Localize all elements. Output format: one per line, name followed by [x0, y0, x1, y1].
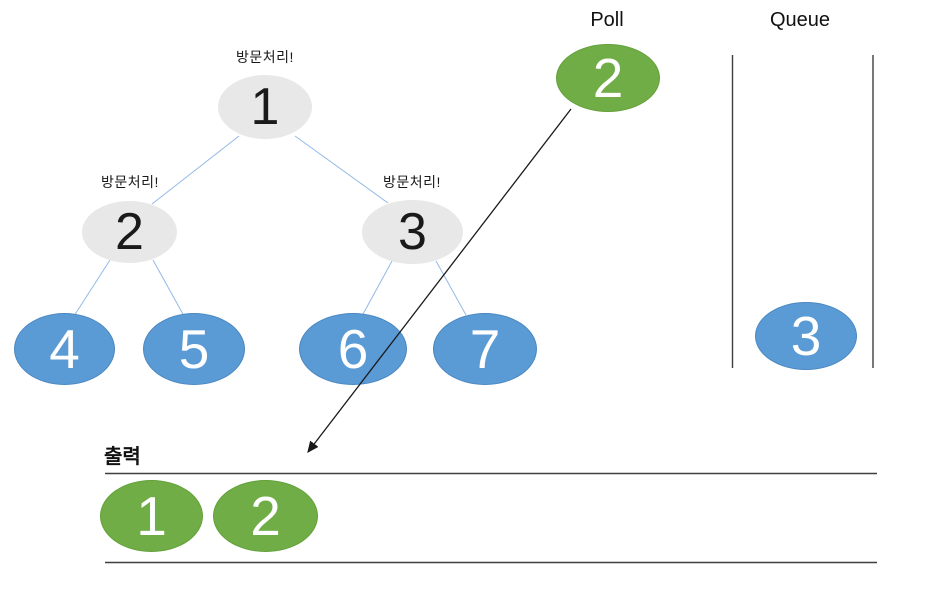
tree-node-7: 7: [433, 313, 537, 385]
visited-caption-left: 방문처리!: [101, 174, 159, 190]
visited-caption-root: 방문처리!: [236, 49, 294, 65]
output-item-1: 1: [100, 480, 203, 552]
queue-heading: Queue: [769, 9, 831, 31]
tree-node-6: 6: [299, 313, 407, 385]
output-heading: 출력: [104, 446, 141, 468]
tree-edge-3-6: [361, 260, 393, 317]
poll-node: 2: [556, 44, 660, 112]
tree-node-1: 1: [218, 75, 312, 139]
poll-to-output-arrow: [307, 108, 572, 454]
output-item-2: 2: [213, 480, 318, 552]
tree-edge-3-7: [435, 260, 467, 316]
queue-item-3: 3: [755, 302, 857, 370]
tree-edge-1-2: [151, 135, 240, 205]
visited-caption-right: 방문처리!: [383, 174, 441, 190]
tree-edge-2-5: [152, 259, 185, 317]
tree-node-2: 2: [82, 201, 177, 263]
tree-edge-1-3: [294, 135, 389, 204]
tree-node-5: 5: [143, 313, 245, 385]
tree-node-3: 3: [362, 200, 463, 264]
tree-edge-2-4: [73, 259, 111, 317]
poll-heading: Poll: [590, 9, 624, 31]
tree-node-4: 4: [14, 313, 115, 385]
